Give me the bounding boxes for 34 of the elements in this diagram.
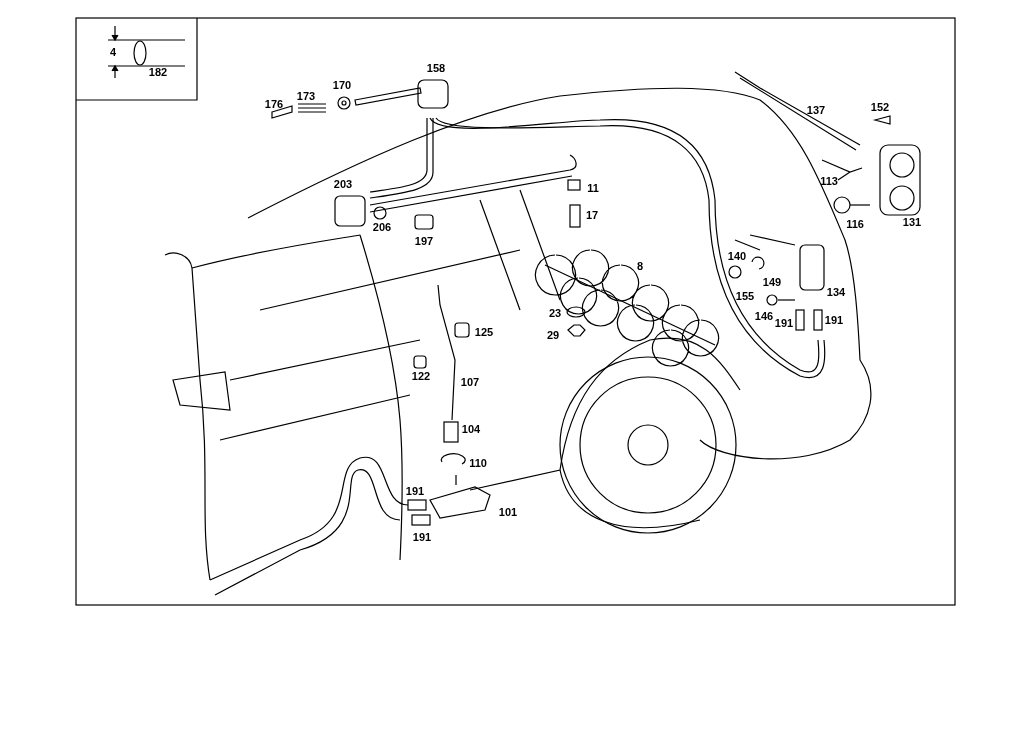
callout-number: 170 (332, 79, 352, 91)
callout-number: 155 (735, 290, 755, 302)
callout-number: 140 (727, 250, 747, 262)
callout-number: 146 (754, 310, 774, 322)
callout-number: 173 (296, 90, 316, 102)
dimension-value: 4 (109, 46, 117, 58)
callout-number: 137 (806, 104, 826, 116)
callout-number: 191 (774, 317, 794, 329)
callout-number: 134 (826, 286, 846, 298)
callout-number: 29 (546, 329, 560, 341)
callout-number: 158 (426, 62, 446, 74)
callout-number: 113 (820, 175, 838, 187)
callout-number: 197 (414, 235, 434, 247)
callout-number: 191 (405, 485, 425, 497)
callout-number: 17 (585, 209, 599, 221)
callout-number: 191 (824, 314, 844, 326)
callout-number: 203 (333, 178, 353, 190)
callout-number: 116 (846, 218, 864, 230)
callout-number: 101 (498, 506, 518, 518)
callout-number: 104 (461, 423, 481, 435)
callout-number: 107 (460, 376, 480, 388)
callout-number: 125 (474, 326, 494, 338)
callout-number: 176 (264, 98, 284, 110)
callout-number: 152 (870, 101, 890, 113)
callout-number: 23 (548, 307, 562, 319)
callout-number: 149 (762, 276, 782, 288)
callout-number: 206 (372, 221, 392, 233)
callout-number: 191 (412, 531, 432, 543)
callout-number: 110 (469, 457, 487, 469)
callout-number: 8 (636, 260, 644, 272)
callout-number: 131 (902, 216, 922, 228)
callout-number: 122 (411, 370, 431, 382)
callout-number: 182 (148, 66, 168, 78)
callout-number: 11 (587, 182, 599, 194)
